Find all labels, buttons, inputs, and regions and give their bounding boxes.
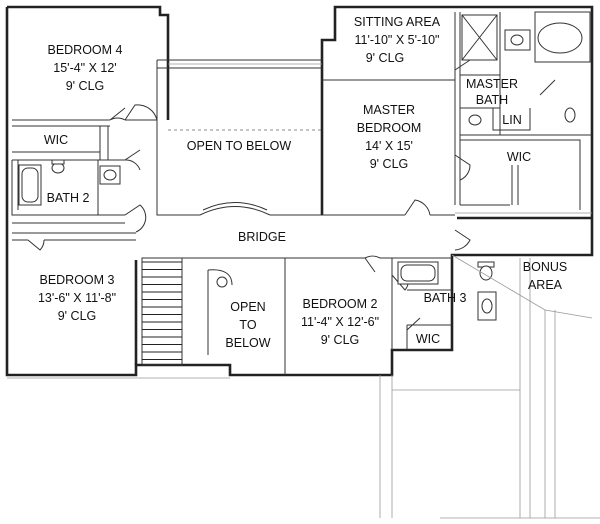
sitting-area-name: SITTING AREA [354, 15, 441, 29]
master-bedroom-line1: MASTER [363, 103, 415, 117]
exterior-walls [5, 5, 594, 377]
bonus-area-line1: BONUS [523, 260, 567, 274]
master-bedroom-line2: BEDROOM [357, 121, 422, 135]
open-below-stair-line1: OPEN [230, 300, 265, 314]
roof-lines [7, 63, 600, 519]
bonus-area-line2: AREA [528, 278, 563, 292]
sitting-area-ceiling: 9' CLG [366, 51, 405, 65]
interior-walls [11, 12, 592, 375]
staircase [141, 257, 233, 366]
bedroom2-name: BEDROOM 2 [302, 297, 377, 311]
sitting-area-size: 11'-10" X 5'-10" [355, 33, 440, 47]
wic-bedroom4-label: WIC [44, 133, 68, 147]
bedroom3-ceiling: 9' CLG [58, 309, 97, 323]
bedroom2-size: 11'-4" X 12'-6" [301, 315, 379, 329]
bedroom3-size: 13'-6" X 11'-8" [38, 291, 116, 305]
master-bedroom-size: 14' X 15' [365, 139, 413, 153]
linen-label: LIN [502, 113, 521, 127]
bedroom3-name: BEDROOM 3 [39, 273, 114, 287]
plumbing-fixtures [18, 11, 591, 321]
bridge-label: BRIDGE [238, 230, 286, 244]
bedroom4-ceiling: 9' CLG [66, 79, 105, 93]
master-bath-line2: BATH [476, 93, 508, 107]
bedroom4-name: BEDROOM 4 [47, 43, 122, 57]
open-below-stair-line3: BELOW [225, 336, 270, 350]
wic-bedroom2-label: WIC [416, 332, 440, 346]
open-to-below-top-label: OPEN TO BELOW [187, 139, 292, 153]
room-labels: BEDROOM 4 15'-4" X 12' 9' CLG WIC SITTIN… [38, 15, 567, 350]
bedroom2-ceiling: 9' CLG [321, 333, 360, 347]
wic-master-label: WIC [507, 150, 531, 164]
bedroom4-size: 15'-4" X 12' [53, 61, 116, 75]
bath3-label: BATH 3 [424, 291, 467, 305]
master-bath-line1: MASTER [466, 77, 518, 91]
open-below-stair-line2: TO [239, 318, 256, 332]
bath2-label: BATH 2 [47, 191, 90, 205]
master-bedroom-ceiling: 9' CLG [370, 157, 409, 171]
